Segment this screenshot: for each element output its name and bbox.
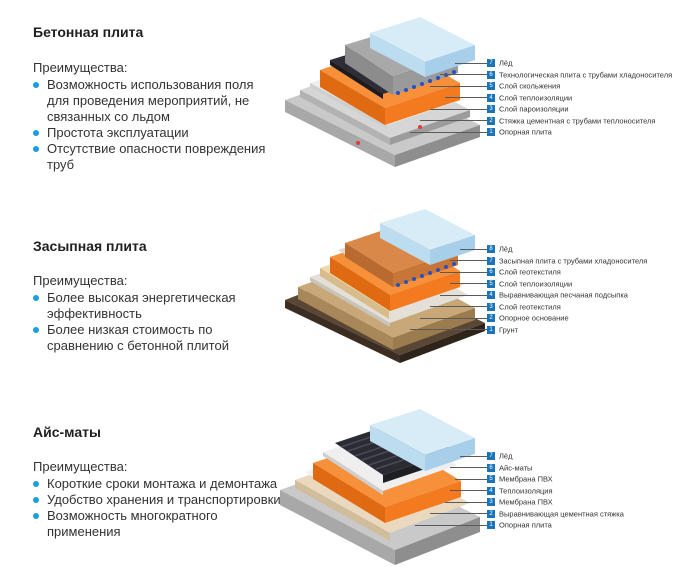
layer-diagram-concrete <box>285 17 480 167</box>
layer-number-badge: 7 <box>487 59 495 68</box>
layer-diagram-backfill <box>285 209 485 363</box>
advantage-item: Отсутствие опасности повреждения труб <box>33 141 273 173</box>
advantages-label-concrete: Преимущества: <box>33 60 128 75</box>
layer-number-badge: 5 <box>487 279 495 288</box>
advantage-item: Возможность использования поля для прове… <box>33 77 273 125</box>
advantages-list-ice-mats: Короткие сроки монтажа и демонтажа Удобс… <box>33 476 283 540</box>
bullet-icon <box>33 295 39 301</box>
bullet-icon <box>33 82 39 88</box>
advantage-item: Удобство хранения и транспортировки <box>33 492 283 508</box>
layer-diagram-ice-mats <box>280 409 480 565</box>
advantages-label-ice-mats: Преимущества: <box>33 459 128 474</box>
section-title-concrete: Бетонная плита <box>33 24 144 40</box>
layer-number-badge: 6 <box>487 463 495 472</box>
advantages-list-concrete: Возможность использования поля для прове… <box>33 77 273 173</box>
layer-number-badge: 7 <box>487 452 495 461</box>
layer-number-badge: 8 <box>487 245 495 254</box>
bullet-icon <box>33 327 39 333</box>
advantage-item: Более высокая энергетическая эффективнос… <box>33 290 278 322</box>
layer-number-badge: 3 <box>487 105 495 114</box>
layer-number-badge: 4 <box>487 291 495 300</box>
layer-number-badge: 1 <box>487 521 495 530</box>
advantage-item: Простота эксплуатации <box>33 125 273 141</box>
layer-number-badge: 4 <box>487 486 495 495</box>
layer-number-badge: 7 <box>487 256 495 265</box>
layer-number-badge: 1 <box>487 128 495 137</box>
layer-number-badge: 2 <box>487 509 495 518</box>
advantage-item: Более низкая стоимость по сравнению с бе… <box>33 322 278 354</box>
section-title-ice-mats: Айс-маты <box>33 424 101 440</box>
layer-number-badge: 4 <box>487 93 495 102</box>
layer-number-badge: 1 <box>487 325 495 334</box>
advantages-list-backfill: Более высокая энергетическая эффективнос… <box>33 290 278 354</box>
bullet-icon <box>33 146 39 152</box>
layer-number-badge: 2 <box>487 116 495 125</box>
advantage-item: Возможность многократного применения <box>33 508 283 540</box>
advantages-label-backfill: Преимущества: <box>33 273 128 288</box>
section-title-backfill: Засыпная плита <box>33 238 147 254</box>
layer-number-badge: 3 <box>487 498 495 507</box>
bullet-icon <box>33 497 39 503</box>
bullet-icon <box>33 130 39 136</box>
bullet-icon <box>33 481 39 487</box>
layer-number-badge: 5 <box>487 475 495 484</box>
bullet-icon <box>33 513 39 519</box>
advantage-item: Короткие сроки монтажа и демонтажа <box>33 476 283 492</box>
layer-number-badge: 6 <box>487 268 495 277</box>
layer-number-badge: 3 <box>487 302 495 311</box>
layer-number-badge: 6 <box>487 70 495 79</box>
layer-number-badge: 5 <box>487 82 495 91</box>
layer-number-badge: 2 <box>487 314 495 323</box>
